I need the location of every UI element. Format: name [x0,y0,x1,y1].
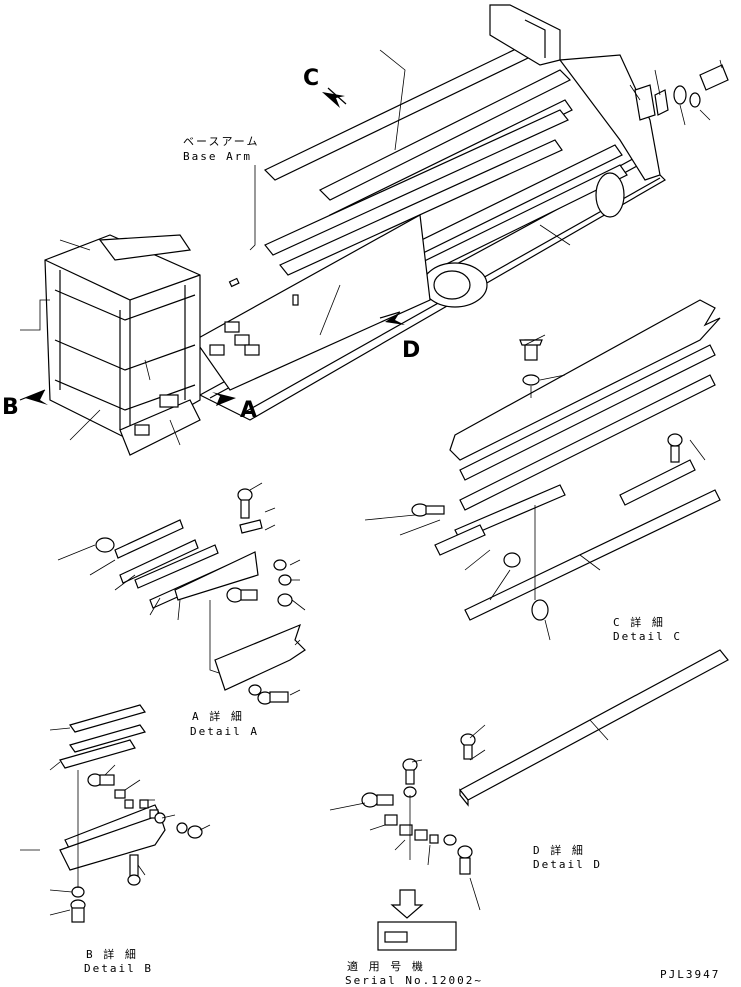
detail-b-label-jp: B 詳 細 [86,948,138,961]
view-letter-d: D [402,338,421,363]
detail-b-label-en: Detail B [84,962,153,975]
detail-c-label-jp: C 詳 細 [613,616,665,629]
detail-a-drawing [57,482,306,705]
detail-c-label-en: Detail C [613,630,682,643]
detail-d-label-en: Detail D [533,858,602,871]
detail-d-label-jp: D 詳 細 [533,844,585,857]
view-letter-b: B [2,395,19,420]
view-letter-c: C [303,66,320,91]
serial-label-en: Serial No.12002~ [345,974,483,987]
view-letter-a: A [240,398,258,423]
view-arrows [19,87,405,406]
detail-b-drawing [20,704,211,923]
detail-a-label-jp: A 詳 細 [192,710,244,723]
base-arm-label-en: Base Arm [183,150,252,163]
drawing-number: PJL3947 [660,968,721,981]
detail-c-drawing [364,299,721,641]
detail-a-label-en: Detail A [190,725,259,738]
base-arm-assembly [20,4,729,456]
detail-d-drawing [329,649,729,951]
base-arm-label-jp: ベースアーム [183,135,260,148]
serial-label-jp: 適 用 号 機 [347,960,425,973]
